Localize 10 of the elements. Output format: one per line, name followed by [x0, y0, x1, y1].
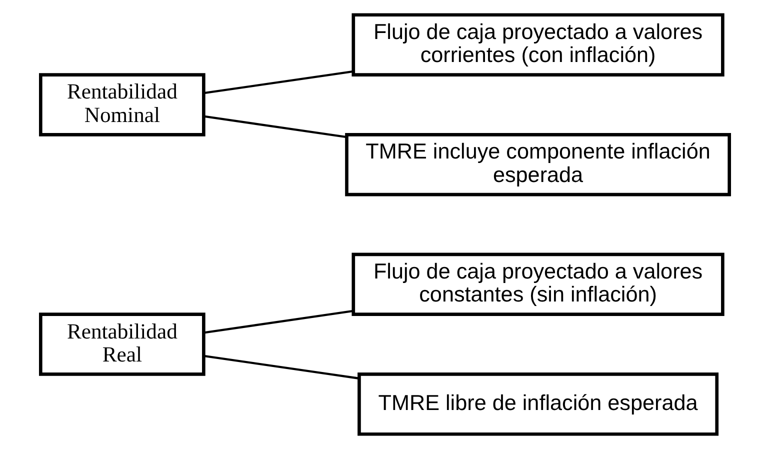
- connector: [204, 354, 359, 380]
- node-box: TMRE libre de inflación esperada: [358, 372, 719, 436]
- node-box: Rentabilidad Real: [39, 312, 206, 376]
- node-box: Flujo de caja proyectado a valores constantes (sin inflación): [352, 252, 724, 316]
- connector: [204, 70, 354, 94]
- node-box: Rentabilidad Nominal: [39, 73, 206, 136]
- connector: [204, 115, 347, 138]
- node-box: Flujo de caja proyectado a valores corrientes (con inflación): [352, 13, 724, 76]
- connector: [204, 310, 354, 334]
- node-box: TMRE incluye componente inflación esperada: [345, 133, 731, 196]
